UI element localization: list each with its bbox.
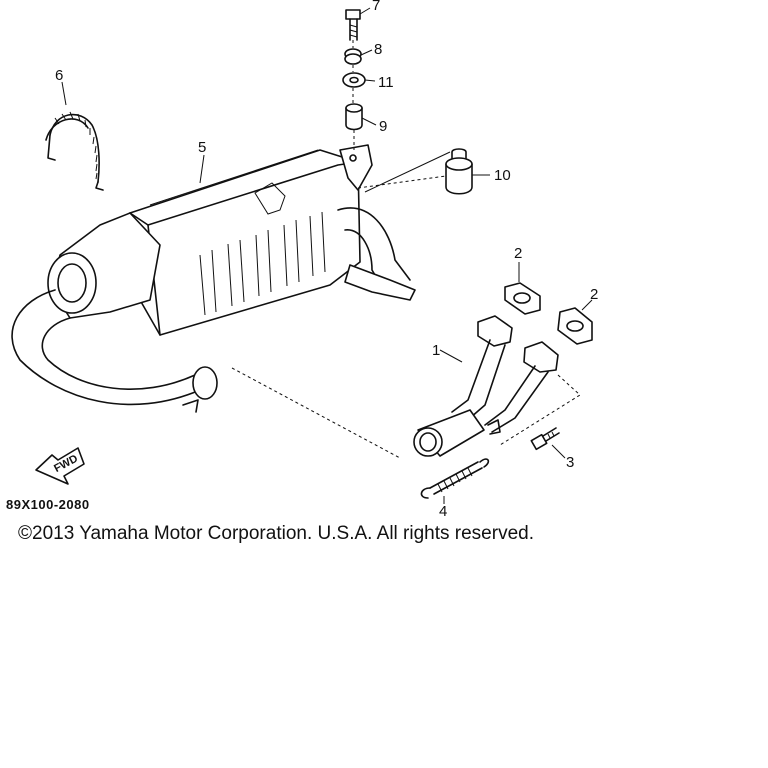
spring-4 — [420, 458, 490, 499]
drawing-code: 89X100-2080 — [6, 497, 90, 512]
label-part-4: 4 — [439, 503, 447, 520]
label-part-9: 9 — [379, 118, 387, 135]
label-part-11: 11 — [378, 74, 394, 91]
muffler-ribs — [199, 211, 326, 316]
label-part-5: 5 — [198, 139, 206, 156]
gasket-2-right — [557, 307, 593, 345]
label-part-6: 6 — [55, 67, 63, 84]
label-part-8: 8 — [374, 41, 382, 58]
leader-lines — [61, 7, 593, 504]
copyright-notice: ©2013 Yamaha Motor Corporation. U.S.A. A… — [18, 523, 534, 544]
fwd-arrow-icon: FWD — [35, 447, 85, 485]
label-part-10: 10 — [494, 167, 511, 184]
label-part-7: 7 — [372, 0, 380, 14]
bolt-7 — [345, 9, 361, 41]
collar-9 — [345, 103, 363, 131]
washer-8 — [344, 48, 362, 65]
damper-10 — [445, 148, 473, 195]
part-labels: 7 8 11 9 10 6 5 2 2 1 3 4 — [55, 0, 598, 520]
label-part-1: 1 — [432, 342, 440, 359]
label-part-2a: 2 — [514, 245, 522, 262]
spring-6 — [45, 111, 104, 191]
gasket-2-left — [504, 282, 541, 315]
exhaust-pipe-1 — [413, 315, 559, 457]
muffler — [11, 144, 416, 413]
bolt-3 — [530, 427, 560, 451]
label-part-2b: 2 — [590, 286, 598, 303]
washer-11 — [342, 72, 366, 88]
label-part-3: 3 — [566, 454, 574, 471]
